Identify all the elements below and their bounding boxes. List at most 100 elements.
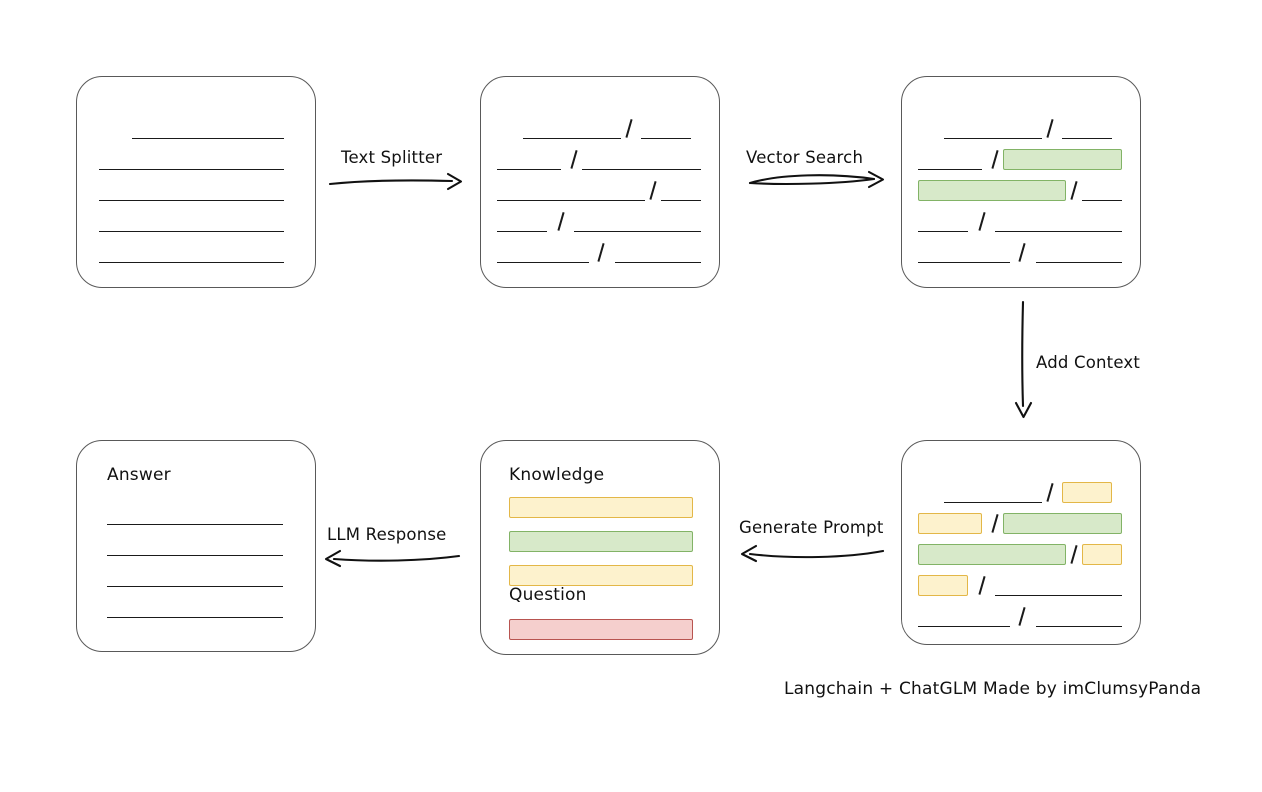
spacer xyxy=(902,179,918,201)
highlight-chip-green xyxy=(509,530,693,552)
arrow-label-text-splitter: Text Splitter xyxy=(341,148,443,167)
text-rule xyxy=(944,481,1042,503)
highlight-chip-green xyxy=(1003,148,1122,170)
vector-search-arrow xyxy=(748,170,885,189)
text-rule xyxy=(107,596,283,618)
context-added-box[interactable] xyxy=(901,440,1141,645)
content-line xyxy=(77,565,315,587)
spacer xyxy=(481,564,509,586)
content-line xyxy=(77,534,315,556)
slash-separator-icon xyxy=(1042,481,1058,503)
box-heading: Knowledge xyxy=(509,465,605,485)
text-rule xyxy=(99,148,284,170)
spacer xyxy=(77,241,99,263)
spacer xyxy=(902,574,918,596)
spacer xyxy=(902,481,944,503)
text-rule xyxy=(574,210,701,232)
spacer xyxy=(902,241,918,263)
spacer xyxy=(481,530,509,552)
arrow-label-vector-search: Vector Search xyxy=(746,148,864,167)
text-rule xyxy=(497,210,547,232)
arrow-label-generate-prompt: Generate Prompt xyxy=(739,518,884,537)
add-context-arrow xyxy=(1014,300,1033,419)
answer-box[interactable]: Answer xyxy=(76,440,316,652)
slash-separator-icon xyxy=(566,148,582,170)
content-line xyxy=(481,496,719,518)
spacer xyxy=(902,148,918,170)
content-line xyxy=(77,596,315,618)
footer-credit: Langchain + ChatGLM Made by imClumsyPand… xyxy=(784,679,1202,699)
content-line xyxy=(481,148,719,170)
spacer xyxy=(902,512,918,534)
spacer xyxy=(77,596,107,618)
spacer xyxy=(77,565,107,587)
content-line xyxy=(481,241,719,263)
text-rule xyxy=(1036,605,1122,627)
content-line xyxy=(902,210,1140,232)
highlight-chip-green xyxy=(918,179,1066,201)
content-line xyxy=(481,117,719,139)
highlight-chip-green xyxy=(918,543,1066,565)
vector-matches-box[interactable] xyxy=(901,76,1141,288)
content-line xyxy=(481,530,719,552)
content-line xyxy=(77,241,315,263)
text-rule xyxy=(99,241,284,263)
text-splitter-arrow xyxy=(328,172,463,191)
spacer xyxy=(481,179,497,201)
text-rule xyxy=(995,574,1122,596)
content-line xyxy=(481,618,719,640)
text-rule xyxy=(944,117,1042,139)
spacer xyxy=(481,117,523,139)
slash-separator-icon xyxy=(645,179,661,201)
arrow-label-add-context: Add Context xyxy=(1036,353,1141,372)
highlight-chip-yellow xyxy=(509,496,693,518)
content-line xyxy=(481,210,719,232)
text-rule xyxy=(918,241,1010,263)
text-rule xyxy=(615,241,701,263)
spacer xyxy=(77,179,99,201)
text-rule xyxy=(995,210,1122,232)
text-rule xyxy=(132,117,284,139)
slash-separator-icon xyxy=(621,117,637,139)
box-heading: Question xyxy=(509,585,587,605)
split-chunks-box[interactable] xyxy=(480,76,720,288)
content-line xyxy=(902,241,1140,263)
text-rule xyxy=(582,148,701,170)
spacer xyxy=(481,148,497,170)
content-line xyxy=(481,564,719,586)
text-rule xyxy=(1082,179,1122,201)
text-rule xyxy=(918,210,968,232)
spacer xyxy=(481,618,509,640)
spacer xyxy=(77,534,107,556)
spacer xyxy=(902,117,944,139)
slash-separator-icon xyxy=(593,241,609,263)
text-rule xyxy=(1036,241,1122,263)
source-document-box[interactable] xyxy=(76,76,316,288)
content-line xyxy=(902,574,1140,596)
spacer xyxy=(481,210,497,232)
slash-separator-icon xyxy=(974,574,990,596)
content-line xyxy=(481,179,719,201)
spacer xyxy=(77,503,107,525)
spacer xyxy=(77,117,132,139)
text-rule xyxy=(99,179,284,201)
slash-separator-icon xyxy=(987,148,1003,170)
highlight-chip-yellow xyxy=(918,574,968,596)
spacer xyxy=(77,210,99,232)
slash-separator-icon xyxy=(1014,241,1030,263)
content-line xyxy=(902,605,1140,627)
slash-separator-icon xyxy=(553,210,569,232)
text-rule xyxy=(1062,117,1112,139)
highlight-chip-red xyxy=(509,618,693,640)
generate-prompt-arrow xyxy=(740,544,885,563)
text-rule xyxy=(497,241,589,263)
content-line xyxy=(902,481,1140,503)
spacer xyxy=(481,496,509,518)
box-heading: Answer xyxy=(107,465,171,485)
content-line xyxy=(77,148,315,170)
content-line xyxy=(77,179,315,201)
slash-separator-icon xyxy=(974,210,990,232)
llm-response-arrow xyxy=(324,549,461,568)
slash-separator-icon xyxy=(1066,543,1082,565)
